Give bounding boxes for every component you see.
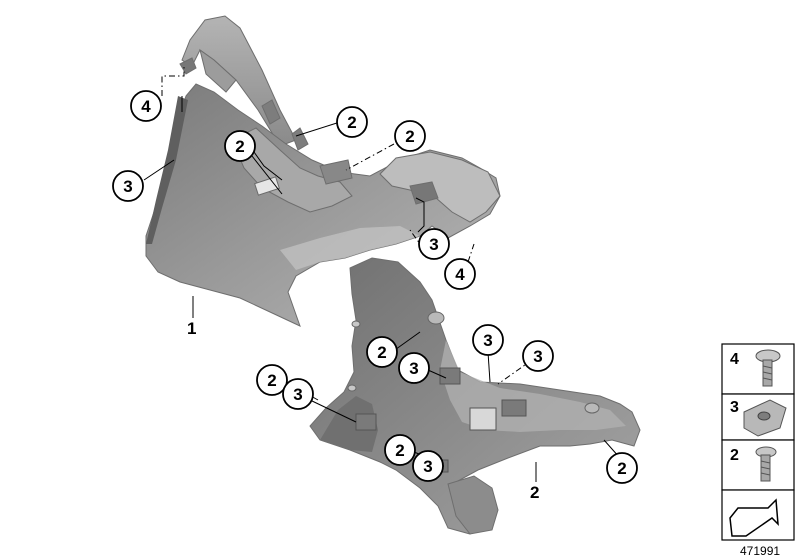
svg-text:3: 3 [483, 331, 492, 350]
callout-3-panel-a: 3 [398, 352, 430, 384]
callout-2-panel-d: 2 [606, 452, 638, 484]
diagram-number: 471991 [740, 544, 780, 558]
svg-text:2: 2 [267, 371, 276, 390]
svg-text:3: 3 [409, 359, 418, 378]
callout-2-top: 2 [336, 106, 368, 138]
callout-3-panel-e: 3 [412, 450, 444, 482]
callout-1: 1 [187, 319, 196, 338]
callout-2-panel-c: 2 [384, 434, 416, 466]
svg-text:2: 2 [730, 447, 739, 464]
callout-2-left: 2 [224, 130, 256, 162]
callout-3-panel-b: 3 [472, 324, 504, 356]
svg-text:3: 3 [730, 399, 739, 416]
svg-text:3: 3 [429, 235, 438, 254]
svg-text:2: 2 [405, 127, 414, 146]
clip-nut-icon [743, 399, 787, 437]
legend: 4 3 2 471991 [721, 343, 795, 558]
svg-text:3: 3 [533, 347, 542, 366]
callout-3-panel-c: 3 [522, 340, 554, 372]
inner-panel-lower-part [309, 257, 641, 535]
callout-2-panel-b: 2 [256, 364, 288, 396]
callout-3-left: 3 [112, 170, 144, 202]
svg-text:4: 4 [730, 351, 739, 368]
callout-2-panel-a: 2 [366, 336, 398, 368]
callout-4-right: 4 [444, 258, 476, 290]
callout-2-right-upper: 2 [394, 120, 426, 152]
svg-text:3: 3 [123, 177, 132, 196]
svg-text:2: 2 [395, 441, 404, 460]
callout-2-panel-plain: 2 [530, 483, 539, 502]
svg-text:4: 4 [455, 265, 465, 284]
arrow-icon [729, 498, 779, 537]
svg-text:3: 3 [293, 385, 302, 404]
callout-4-top: 4 [130, 90, 162, 122]
svg-text:2: 2 [235, 137, 244, 156]
screw-icon [755, 446, 777, 482]
svg-text:2: 2 [377, 343, 386, 362]
svg-text:3: 3 [423, 457, 432, 476]
callout-3-panel-d: 3 [282, 378, 314, 410]
callout-3-right-upper: 3 [418, 228, 450, 260]
svg-text:2: 2 [347, 113, 356, 132]
svg-text:4: 4 [141, 97, 151, 116]
screw-icon [755, 349, 781, 387]
svg-text:2: 2 [617, 459, 626, 478]
callouts: 1 4 3 2 2 2 3 4 2 [112, 90, 638, 502]
